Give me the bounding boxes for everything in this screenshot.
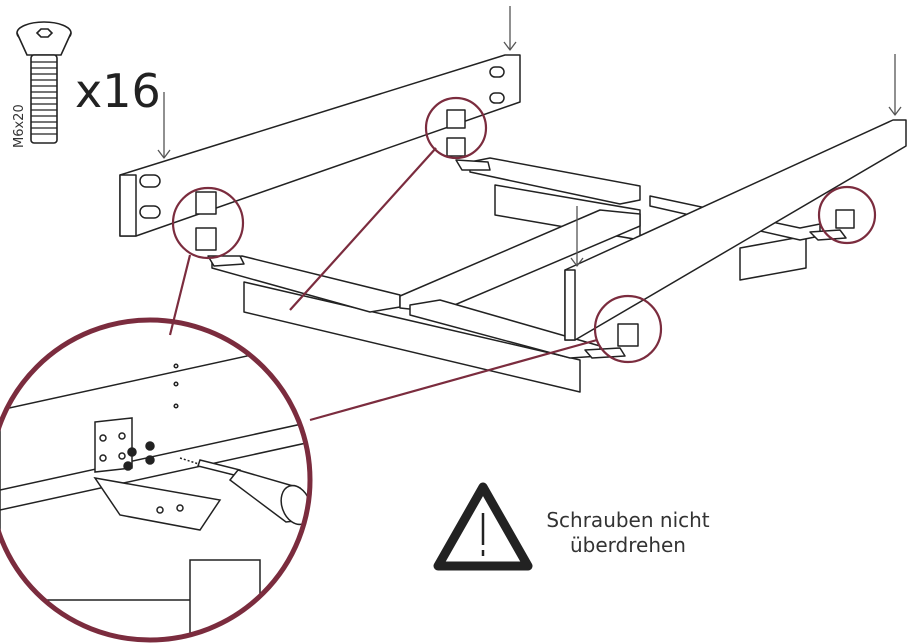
warning-line-2: überdrehen <box>570 533 686 557</box>
warning-triangle-icon <box>433 482 533 571</box>
warning-line-1: Schrauben nicht <box>546 508 710 532</box>
countersunk-screw-icon <box>16 21 72 144</box>
corner-bracket-back-center <box>446 109 491 171</box>
callout-markers <box>168 96 877 422</box>
screw-quantity-label: x16 <box>75 64 161 118</box>
corner-bracket-front-center <box>584 323 639 359</box>
screw-size-label: M6x20 <box>12 104 27 148</box>
warning-message: Schrauben nicht überdrehen <box>528 508 728 558</box>
bed-frame <box>119 6 907 393</box>
corner-bracket-back-left <box>195 191 245 267</box>
zoom-detail <box>0 317 313 643</box>
